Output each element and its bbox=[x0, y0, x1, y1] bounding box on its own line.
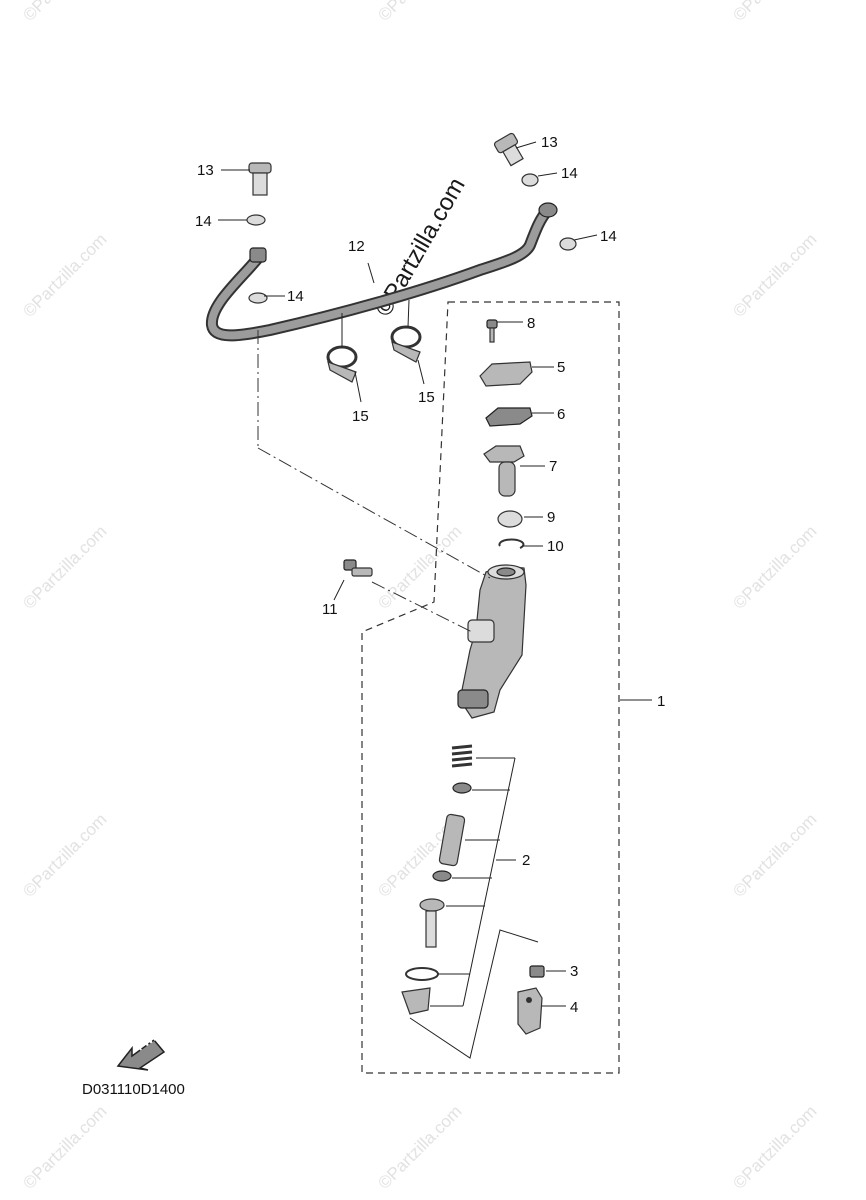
clevis bbox=[517, 987, 543, 1035]
watermark: ©Partzilla.com bbox=[729, 0, 820, 25]
washer bbox=[246, 214, 266, 226]
callout-13: 13 bbox=[197, 162, 214, 179]
watermark: ©Partzilla.com bbox=[374, 522, 465, 613]
watermark: ©Partzilla.com bbox=[374, 1102, 465, 1193]
callout-2: 2 bbox=[522, 852, 530, 869]
callout-9: 9 bbox=[547, 509, 555, 526]
callout-4: 4 bbox=[570, 999, 578, 1016]
hose-fitting bbox=[538, 202, 558, 218]
diaphragm-plate bbox=[485, 407, 533, 427]
washer bbox=[248, 292, 268, 304]
bolt bbox=[343, 559, 373, 577]
fwd-arrow: FWD bbox=[116, 1029, 166, 1071]
watermark: ©Partzilla.com bbox=[729, 1102, 820, 1193]
watermark: ©Partzilla.com bbox=[374, 0, 465, 25]
callout-15: 15 bbox=[418, 389, 435, 406]
union-bolt-left bbox=[248, 162, 272, 196]
assembly-outline bbox=[361, 301, 620, 1074]
callout-14: 14 bbox=[600, 228, 617, 245]
watermark: ©Partzilla.com bbox=[19, 1102, 110, 1193]
callout-14: 14 bbox=[195, 213, 212, 230]
union-bolt-right bbox=[493, 132, 524, 167]
washer bbox=[521, 173, 539, 187]
grommet bbox=[497, 510, 523, 528]
watermark: ©Partzilla.com bbox=[729, 230, 820, 321]
hose-clamp bbox=[390, 325, 422, 363]
callout-12: 12 bbox=[348, 238, 365, 255]
washer bbox=[559, 237, 577, 251]
callout-5: 5 bbox=[557, 359, 565, 376]
nut bbox=[529, 965, 545, 978]
diagram-code: D031110D1400 bbox=[82, 1081, 185, 1098]
watermark: ©Partzilla.com bbox=[19, 230, 110, 321]
screw bbox=[486, 319, 498, 343]
hose-fitting bbox=[249, 247, 267, 263]
callout-3: 3 bbox=[570, 963, 578, 980]
callout-13: 13 bbox=[541, 134, 558, 151]
watermark: ©Partzilla.com bbox=[729, 522, 820, 613]
callouts: 13 14 14 13 14 14 12 15 15 8 5 6 7 9 10 … bbox=[195, 134, 665, 1016]
circlip bbox=[498, 538, 525, 549]
reservoir-diaphragm bbox=[483, 445, 525, 497]
callout-8: 8 bbox=[527, 315, 535, 332]
callout-11: 11 bbox=[322, 601, 338, 618]
callout-7: 7 bbox=[549, 458, 557, 475]
watermark: ©Partzilla.com bbox=[729, 810, 820, 901]
reservoir-cap bbox=[479, 361, 533, 387]
callout-10: 10 bbox=[547, 538, 564, 555]
callout-14: 14 bbox=[561, 165, 578, 182]
master-cylinder-body bbox=[457, 564, 527, 719]
watermark: ©Partzilla.com bbox=[19, 810, 110, 901]
watermark-layer: ©Partzilla.com ©Partzilla.com ©Partzilla… bbox=[19, 0, 820, 1193]
callout-1: 1 bbox=[657, 693, 665, 710]
piston-kit bbox=[401, 744, 473, 1015]
callout-15: 15 bbox=[352, 408, 369, 425]
leader-lines bbox=[218, 141, 652, 1059]
watermark: ©Partzilla.com bbox=[19, 0, 110, 25]
brake-hose bbox=[206, 202, 558, 342]
callout-6: 6 bbox=[557, 406, 565, 423]
watermark: ©Partzilla.com bbox=[19, 522, 110, 613]
hose-clamp bbox=[326, 345, 358, 383]
callout-14: 14 bbox=[287, 288, 304, 305]
